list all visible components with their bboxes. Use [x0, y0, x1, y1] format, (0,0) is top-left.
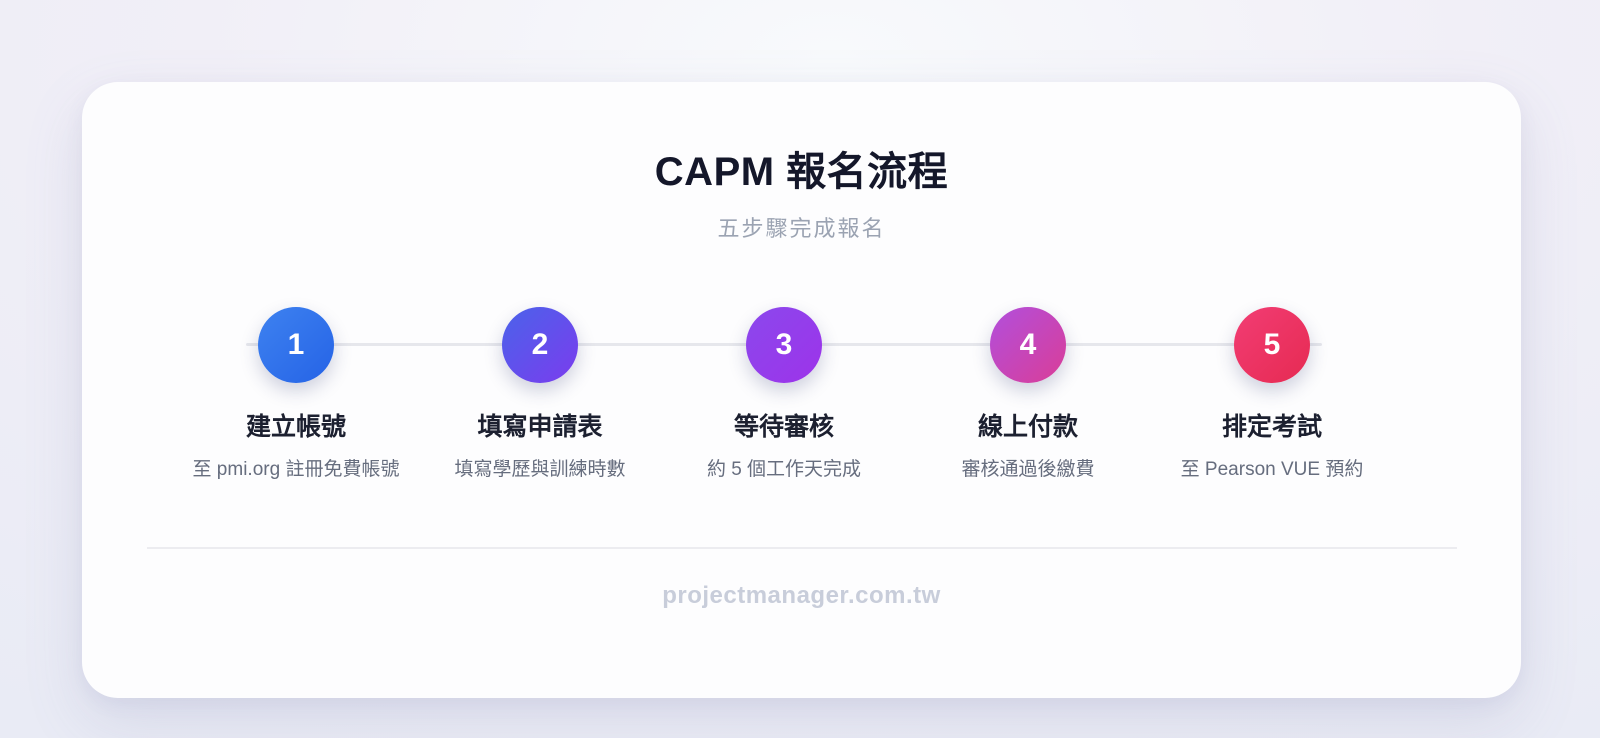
step-number: 5 [1263, 328, 1281, 361]
page-title: CAPM 報名流程 [654, 150, 949, 194]
page-subtitle: 五步驟完成報名 [717, 216, 886, 241]
step-number: 2 [531, 328, 549, 361]
step-circle-3: 3 [746, 307, 822, 383]
step-number: 1 [287, 328, 305, 361]
step-circle-4: 4 [990, 307, 1066, 383]
step-title: 建立帳號 [245, 413, 346, 441]
footer-watermark: projectmanager.com.tw [662, 582, 941, 609]
step-item-2: 2 填寫申請表 填寫學歷與訓練時數 [418, 307, 662, 482]
step-description: 至 pmi.org 註冊免費帳號 [192, 459, 400, 480]
process-card: CAPM 報名流程 五步驟完成報名 1 建立帳號 至 pmi.org 註冊免費帳… [82, 82, 1521, 698]
step-description: 至 Pearson VUE 預約 [1180, 459, 1364, 480]
divider [146, 547, 1457, 549]
step-title: 線上付款 [977, 413, 1078, 441]
step-number: 4 [1019, 328, 1037, 361]
step-circle-1: 1 [258, 307, 334, 383]
step-description: 填寫學歷與訓練時數 [454, 459, 626, 480]
step-item-5: 5 排定考試 至 Pearson VUE 預約 [1150, 307, 1394, 482]
step-title: 填寫申請表 [477, 413, 603, 441]
step-description: 約 5 個工作天完成 [706, 459, 862, 480]
step-title: 等待審核 [733, 413, 834, 441]
timeline: 1 建立帳號 至 pmi.org 註冊免費帳號 2 填寫申請表 填寫學歷與訓練時… [174, 307, 1394, 482]
step-circle-5: 5 [1234, 307, 1310, 383]
step-item-4: 4 線上付款 審核通過後繳費 [906, 307, 1150, 482]
step-item-1: 1 建立帳號 至 pmi.org 註冊免費帳號 [174, 307, 418, 482]
step-description: 審核通過後繳費 [961, 459, 1095, 480]
step-circle-2: 2 [502, 307, 578, 383]
step-title: 排定考試 [1221, 413, 1322, 441]
step-item-3: 3 等待審核 約 5 個工作天完成 [662, 307, 906, 482]
step-number: 3 [775, 328, 793, 361]
